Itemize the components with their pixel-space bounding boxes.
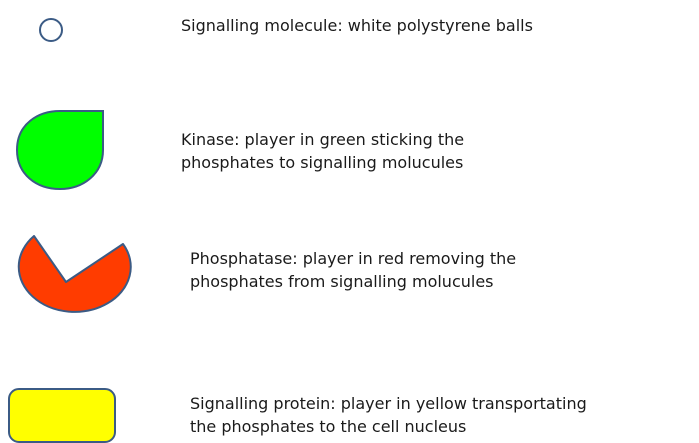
signalling-protein-shape (8, 388, 116, 443)
yellow-rounded-rectangle-icon (8, 388, 116, 443)
white-circle-icon (39, 18, 63, 42)
label-line: phosphates from signalling molucules (190, 272, 494, 291)
label-line: Signalling protein: player in yellow tra… (190, 394, 587, 413)
red-pacman-icon (17, 235, 132, 313)
signalling-molecule-shape (39, 18, 63, 42)
green-teardrop-icon (15, 110, 104, 191)
kinase-shape (15, 110, 104, 191)
label-line: Phosphatase: player in red removing the (190, 249, 517, 268)
phosphatase-label: Phosphatase: player in red removing the … (190, 247, 516, 293)
label-line: Signalling molecule: white polystyrene b… (181, 16, 533, 35)
signalling-molecule-label: Signalling molecule: white polystyrene b… (181, 14, 533, 37)
kinase-label: Kinase: player in green sticking the pho… (181, 128, 464, 174)
label-line: Kinase: player in green sticking the (181, 130, 465, 149)
phosphatase-shape (17, 235, 132, 313)
label-line: the phosphates to the cell nucleus (190, 417, 467, 436)
signalling-protein-label: Signalling protein: player in yellow tra… (190, 392, 587, 438)
label-line: phosphates to signalling molucules (181, 153, 464, 172)
